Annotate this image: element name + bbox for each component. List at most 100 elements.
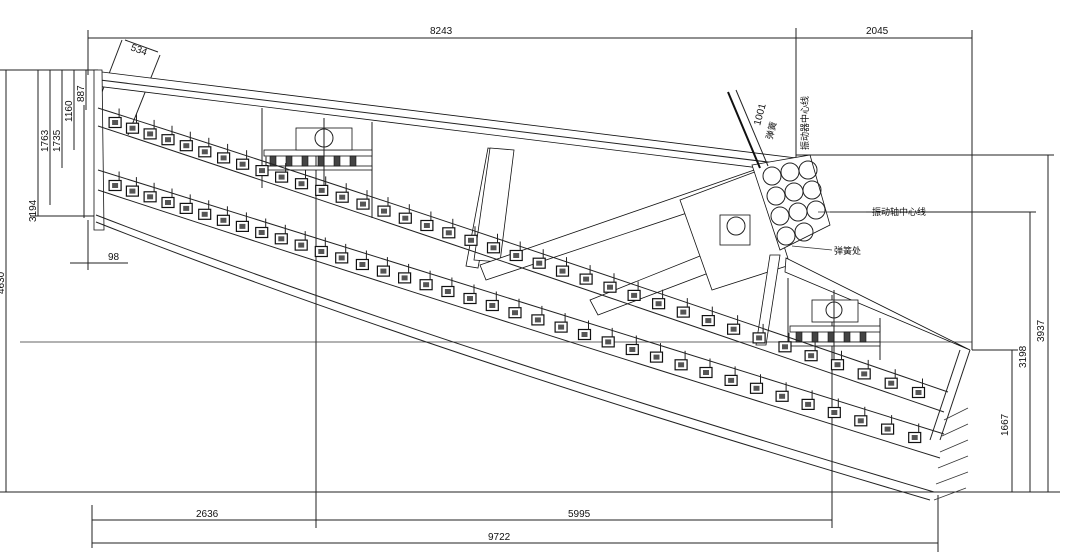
deck-panel-core [605,339,612,345]
deck-panel-core [559,268,566,274]
upper-deck-top [97,107,949,393]
exciter-rod-2 [735,89,769,167]
spring-plate [263,149,373,157]
deck-panel-core [339,194,346,200]
dim-text-1763: 1763 [40,129,51,152]
spring-support-right [787,278,881,360]
dim-text-3198: 3198 [1018,345,1029,368]
deck-panel-core [607,284,613,290]
label-vibration-axis-center: 振动轴中心线 [872,206,926,217]
dim-text-bottom-left: 2636 [196,509,219,520]
deck-panel-core [513,253,520,258]
deck-panel-core [512,310,518,316]
dim-text-3194: 3194 [28,199,39,222]
dim-text-1160: 1160 [64,100,75,122]
deck-panel-core [401,275,408,281]
deck-panel-core [278,236,285,242]
deck-panel-core [165,200,171,205]
deck-panel-core [489,303,496,308]
dim-text-1667: 1667 [1000,413,1011,436]
discharge-lip [933,407,969,501]
deck-panel-core [756,335,763,341]
dimension-lines [0,28,1060,552]
deck-panel-core [490,245,497,251]
deck-panel-core [629,347,636,352]
deck-panel-core [653,354,660,360]
exciter-rod [727,91,761,169]
spring-plate [789,325,881,333]
deck-panel-core [359,262,366,267]
deck-panel-core [318,249,325,254]
deck-panel-core [779,393,786,399]
deck-panel-core [201,149,208,155]
deck-panel-core [129,125,136,131]
dim-line-534 [124,39,159,53]
dim-tick [127,54,161,136]
upper-deck-bottom [97,125,945,413]
deck-panel-core [278,174,285,180]
deck-panel-core [318,187,325,193]
spring-block [811,299,859,323]
exciter-circle [726,216,746,236]
deck-panel-core [298,242,305,248]
deck-panel-core [915,390,922,395]
dim-text-534: 534 [129,42,149,58]
deck-panel-core [239,223,246,229]
spring-coils [795,331,867,343]
label-spring: 弹簧 [763,120,778,140]
lower-deck-bottom [97,189,941,459]
deck-panel-core [753,385,760,391]
deck-panel-core [730,326,737,332]
right-discharge-edge [939,349,971,441]
top-beam-inner [99,79,793,166]
deck-panel-core [884,426,891,432]
deck-panels [108,108,926,444]
deck-panel-core [423,282,430,288]
deck-panel-core [857,418,864,424]
deck-panel-core [655,301,662,307]
deck-panel-core [703,370,709,375]
spring-coils [269,155,357,167]
deck-panel-core [183,205,190,211]
deck-panel-core [129,188,136,194]
bottom-pan-outer [95,221,931,501]
dim-text-bottom-mid: 5995 [568,509,591,520]
dim-text-98: 98 [108,252,120,263]
deck-panel-core [680,309,687,315]
deck-panel-core [536,260,543,266]
right-discharge-edge-2 [929,349,961,441]
deck-panel-core [183,143,190,149]
dim-text-3937: 3937 [1036,319,1047,342]
deck-panel-core [112,183,119,188]
deck-panel-core [805,401,812,407]
deck-panel-core [239,161,246,167]
deck-panel-core [678,362,685,368]
dim-text-1735: 1735 [52,129,63,152]
deck-panel-core [558,324,565,330]
deck-panel-core [147,194,154,200]
screen-frame [83,69,971,441]
deck-panel-core [468,237,474,243]
dim-text-1001: 1001 [752,102,768,127]
label-vibration-center-top: 振动器中心线 [799,96,810,150]
deck-panel-core [402,215,409,221]
dim-text-top-right: 2045 [866,26,889,37]
deck-panel-core [165,137,171,143]
deck-panel-core [831,410,838,415]
deck-panel-core [808,353,815,359]
deck-panel-core [381,208,387,214]
deck-panel-core [861,371,868,377]
deck-panel-core [147,131,154,137]
deck-panel-core [888,380,895,386]
dim-text-bottom-total: 9722 [488,532,511,543]
deck-panel-core [705,318,712,324]
exciter-box [719,214,751,246]
deck-panel-core [423,223,430,228]
deck-panel-core [360,201,366,207]
leader-spring [791,245,833,251]
deck-panel-core [467,296,473,301]
dim-text-top-length: 8243 [430,26,453,37]
screen-decks [95,107,949,501]
deck-panel-core [583,276,590,282]
deck-panel-core [834,362,841,368]
